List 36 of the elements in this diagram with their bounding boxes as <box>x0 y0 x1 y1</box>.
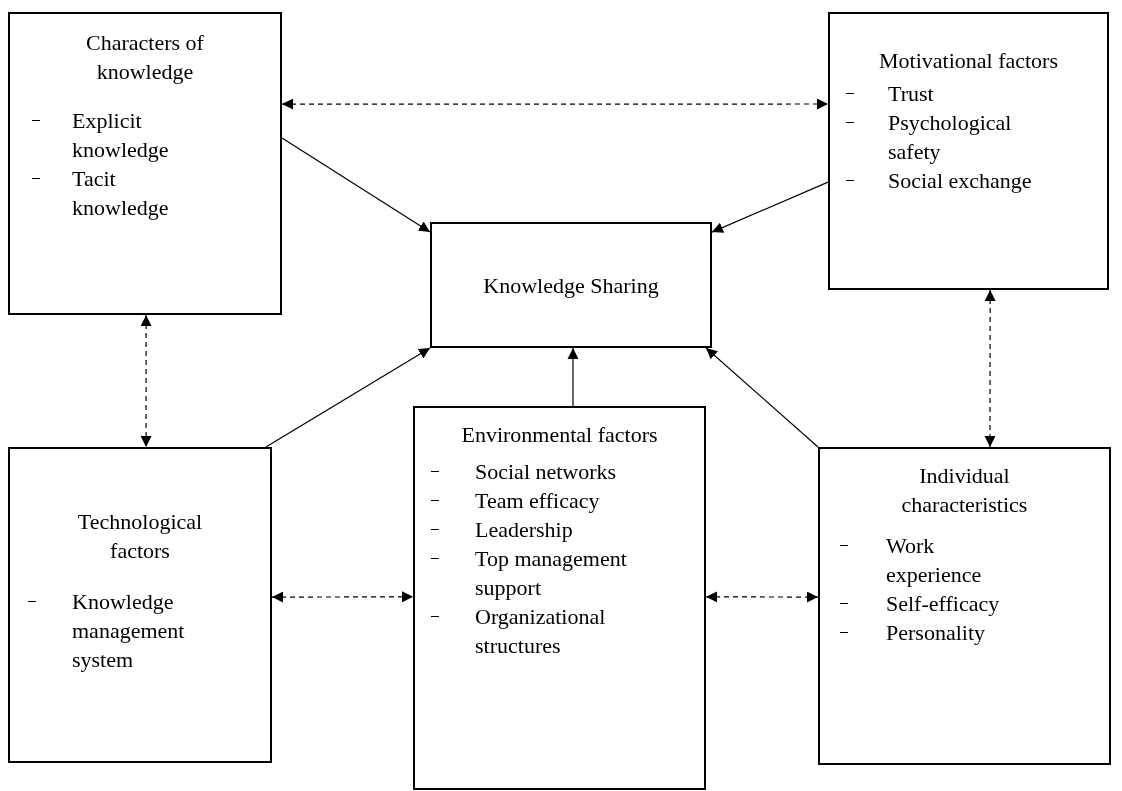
list-item: Tacit knowledge <box>72 165 170 222</box>
box-heading: Characters of knowledge <box>85 29 205 86</box>
dashed-arrow <box>705 591 819 603</box>
dashed-arrow <box>281 98 829 110</box>
box-heading: Motivational factors <box>879 47 1058 75</box>
box-heading: Technological factors <box>76 508 204 565</box>
list-item: Psychological safety <box>888 109 1013 166</box>
list-item: Social networks <box>475 458 618 486</box>
list-item: Team efficacy <box>475 487 601 515</box>
arrow <box>265 347 431 448</box>
list-item: Knowledge management system <box>72 588 186 674</box>
arrow <box>711 181 829 233</box>
dashed-arrow <box>271 591 414 603</box>
list-item: Trust <box>888 80 935 108</box>
arrow <box>567 347 579 407</box>
list-item: Social exchange <box>888 167 1033 195</box>
dashed-arrow <box>984 289 996 448</box>
dashed-arrow <box>140 314 152 448</box>
list-item: Self-efficacy <box>886 590 1001 618</box>
box-heading: Environmental factors <box>461 421 658 449</box>
box-heading: Individual characteristics <box>900 462 1029 519</box>
arrow <box>281 137 431 233</box>
box-heading: Knowledge Sharing <box>483 271 659 300</box>
arrow <box>705 347 819 448</box>
list-item: Explicit knowledge <box>72 107 170 164</box>
list-item: Personality <box>886 619 986 647</box>
factor-box <box>413 406 706 790</box>
factor-box <box>828 12 1109 290</box>
list-item: Top management support <box>475 545 628 602</box>
factor-box <box>818 447 1111 765</box>
factor-box <box>430 222 712 348</box>
list-item: Organizational structures <box>475 603 607 660</box>
list-item: Leadership <box>475 516 574 544</box>
list-item: Work experience <box>886 532 983 589</box>
factor-box <box>8 447 272 763</box>
factor-box <box>8 12 282 315</box>
